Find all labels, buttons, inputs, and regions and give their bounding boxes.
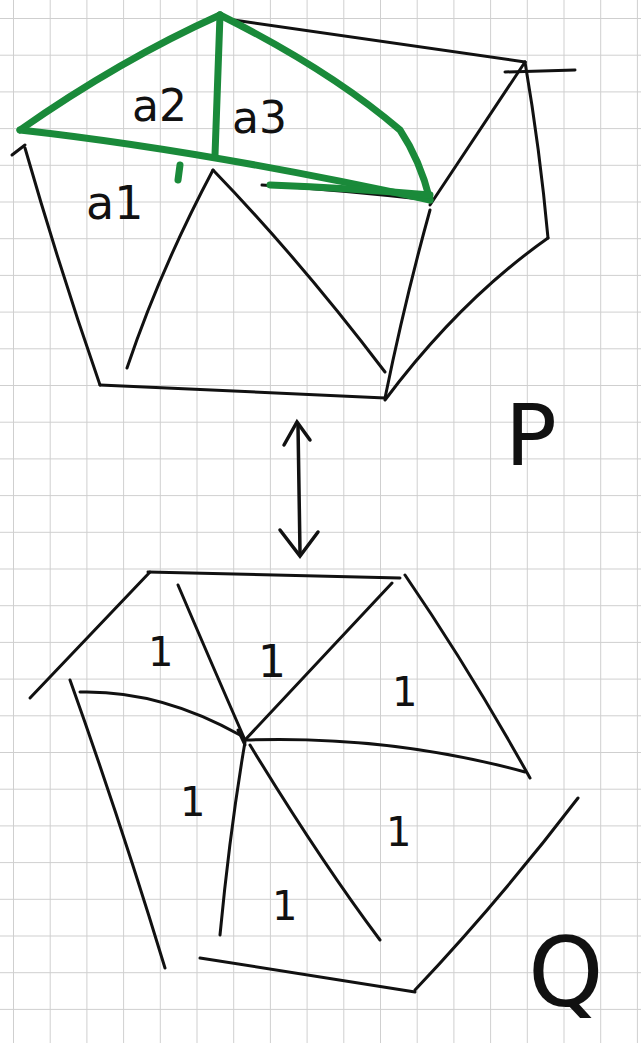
double-arrow [280,422,318,556]
label-text: Q [528,925,604,1021]
label-text: a1 [86,180,143,226]
green-highlight [20,15,430,200]
label-text: 1 [272,886,297,926]
label-text: 1 [148,632,173,672]
label-text: a3 [232,96,287,140]
label-text: a2 [132,84,187,128]
label-text: 1 [258,640,286,684]
label-text: 1 [386,812,411,852]
label-text: 1 [180,782,205,822]
hexagon-q [30,572,578,992]
polyhedron-p [12,18,575,400]
label-text: P [505,392,557,478]
label-text: 1 [392,672,417,712]
